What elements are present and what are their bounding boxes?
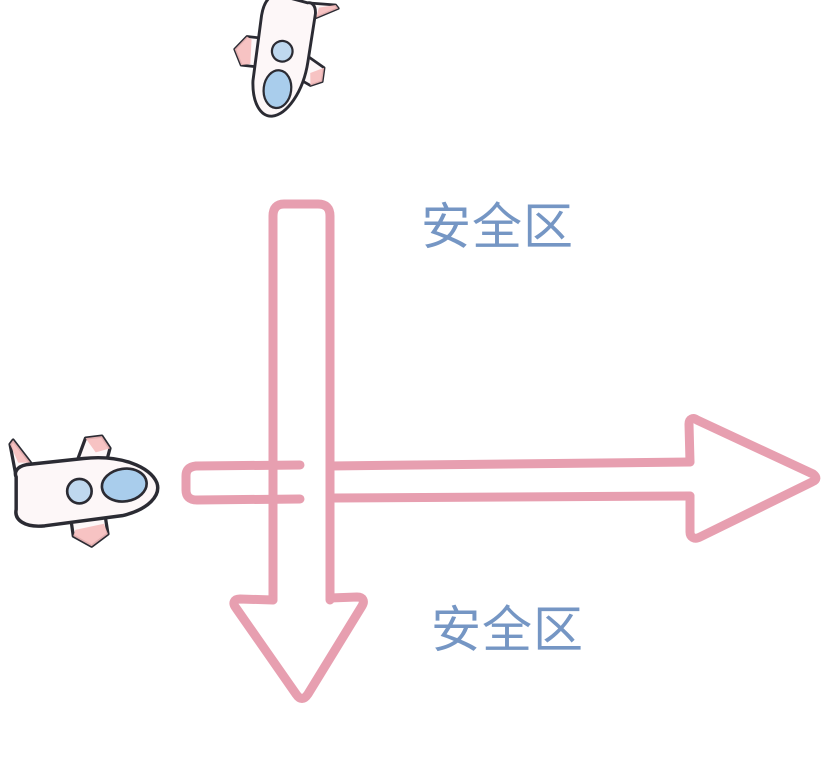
right-arrow [181,414,821,543]
airplane-left [8,434,160,548]
safe-zone-label-top: 安全区 [421,198,574,256]
safe-zone-label-bottom: 安全区 [431,601,584,659]
airplane-top [218,0,344,129]
down-arrow [229,199,368,703]
